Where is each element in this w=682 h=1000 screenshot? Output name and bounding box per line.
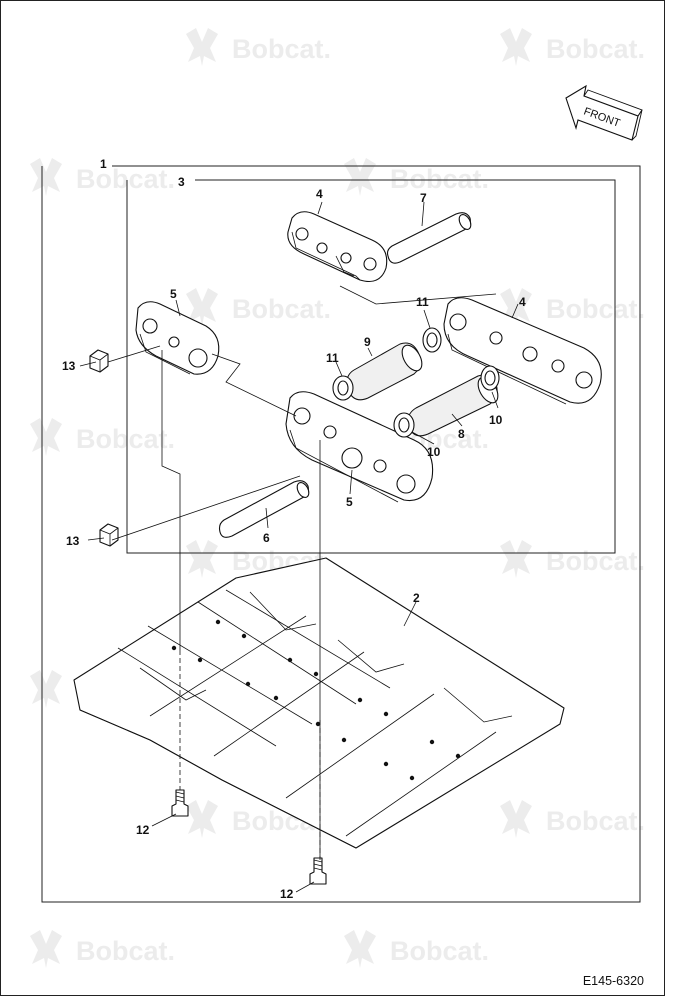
callout-label: 12 bbox=[136, 823, 150, 837]
callout-labels: 1 2 3 4 4 5 5 6 7 8 9 10 10 11 11 12 12 … bbox=[62, 157, 526, 901]
track-link-upper bbox=[287, 211, 388, 283]
callout-label: 11 bbox=[416, 295, 429, 309]
watermark-text: Bobcat. bbox=[390, 936, 489, 966]
assembly-guide-lines bbox=[107, 285, 497, 860]
callout-label: 5 bbox=[346, 495, 353, 509]
bobcat-watermarks: Bobcat. Bobcat. Bobcat. Bobcat. Bobcat. … bbox=[30, 28, 645, 968]
seal-ring-10-upper bbox=[480, 365, 500, 391]
watermark-logo: Bobcat. bbox=[344, 930, 489, 968]
watermark-logo: Bobcat. bbox=[500, 800, 645, 838]
callout-label: 5 bbox=[170, 287, 177, 301]
callout-label: 4 bbox=[316, 187, 323, 201]
watermark-logo: Bobcat. bbox=[186, 28, 331, 66]
callout-label: 6 bbox=[263, 531, 270, 545]
assembly-3-frame bbox=[126, 179, 616, 554]
track-shoe-plates bbox=[73, 557, 565, 849]
callout-label: 10 bbox=[427, 445, 441, 459]
bolt-12-right bbox=[309, 857, 327, 885]
track-link-center bbox=[285, 391, 434, 503]
track-pin-6 bbox=[218, 480, 310, 538]
watermark-logo: Bobcat. bbox=[30, 158, 175, 196]
track-link-left bbox=[135, 301, 220, 375]
callout-label: 10 bbox=[489, 413, 503, 427]
nut-13-lower bbox=[99, 523, 119, 547]
watermark-logo: Bobcat. bbox=[500, 28, 645, 66]
callout-leaders bbox=[79, 201, 519, 893]
seal-ring-11-lower bbox=[332, 375, 354, 401]
callout-label: 2 bbox=[413, 591, 420, 605]
track-link-right bbox=[443, 297, 602, 405]
callout-label: 12 bbox=[280, 887, 294, 901]
watermark-text: Bobcat. bbox=[232, 34, 331, 64]
watermark-text: Bobcat. bbox=[76, 164, 175, 194]
callout-label: 3 bbox=[178, 175, 185, 189]
callout-label: 9 bbox=[364, 335, 371, 349]
watermark-text: Bobcat. bbox=[546, 546, 645, 576]
page-border bbox=[0, 0, 665, 996]
bolt-12-left bbox=[171, 789, 189, 817]
watermark-logo: Bobcat. bbox=[30, 418, 175, 456]
drawing-code: E145-6320 bbox=[582, 974, 644, 988]
callout-label: 13 bbox=[62, 359, 76, 373]
bushing-9 bbox=[346, 342, 423, 401]
watermark-logo: Bobcat. bbox=[186, 288, 331, 326]
watermark-text: Bobcat. bbox=[232, 294, 331, 324]
watermark-text: Bobcat. bbox=[546, 34, 645, 64]
watermark-text: Bobcat. bbox=[76, 936, 175, 966]
callout-label: 13 bbox=[66, 534, 80, 548]
watermark-text: Bobcat. bbox=[546, 294, 645, 324]
watermark-logo: Bobcat. bbox=[344, 158, 489, 196]
watermark-logo: Bobcat. bbox=[500, 288, 645, 326]
callout-label: 8 bbox=[458, 427, 465, 441]
front-direction-arrow-icon: FRONT bbox=[565, 84, 643, 141]
nut-13-upper bbox=[89, 349, 109, 373]
callout-label: 11 bbox=[326, 351, 339, 365]
track-pin-7 bbox=[386, 212, 472, 264]
seal-ring-11-upper bbox=[422, 327, 442, 353]
callout-label: 7 bbox=[420, 191, 427, 205]
watermark-text: Bobcat. bbox=[76, 424, 175, 454]
watermark-logo: Bobcat. bbox=[500, 540, 645, 578]
watermark-logo: Bobcat. bbox=[30, 930, 175, 968]
callout-label: 1 bbox=[100, 157, 107, 171]
watermark-text: Bobcat. bbox=[546, 806, 645, 836]
seal-ring-10-lower bbox=[393, 412, 415, 438]
watermark-text: Bobcat. bbox=[390, 164, 489, 194]
callout-label: 4 bbox=[519, 295, 526, 309]
assembly-1-frame bbox=[41, 165, 641, 903]
